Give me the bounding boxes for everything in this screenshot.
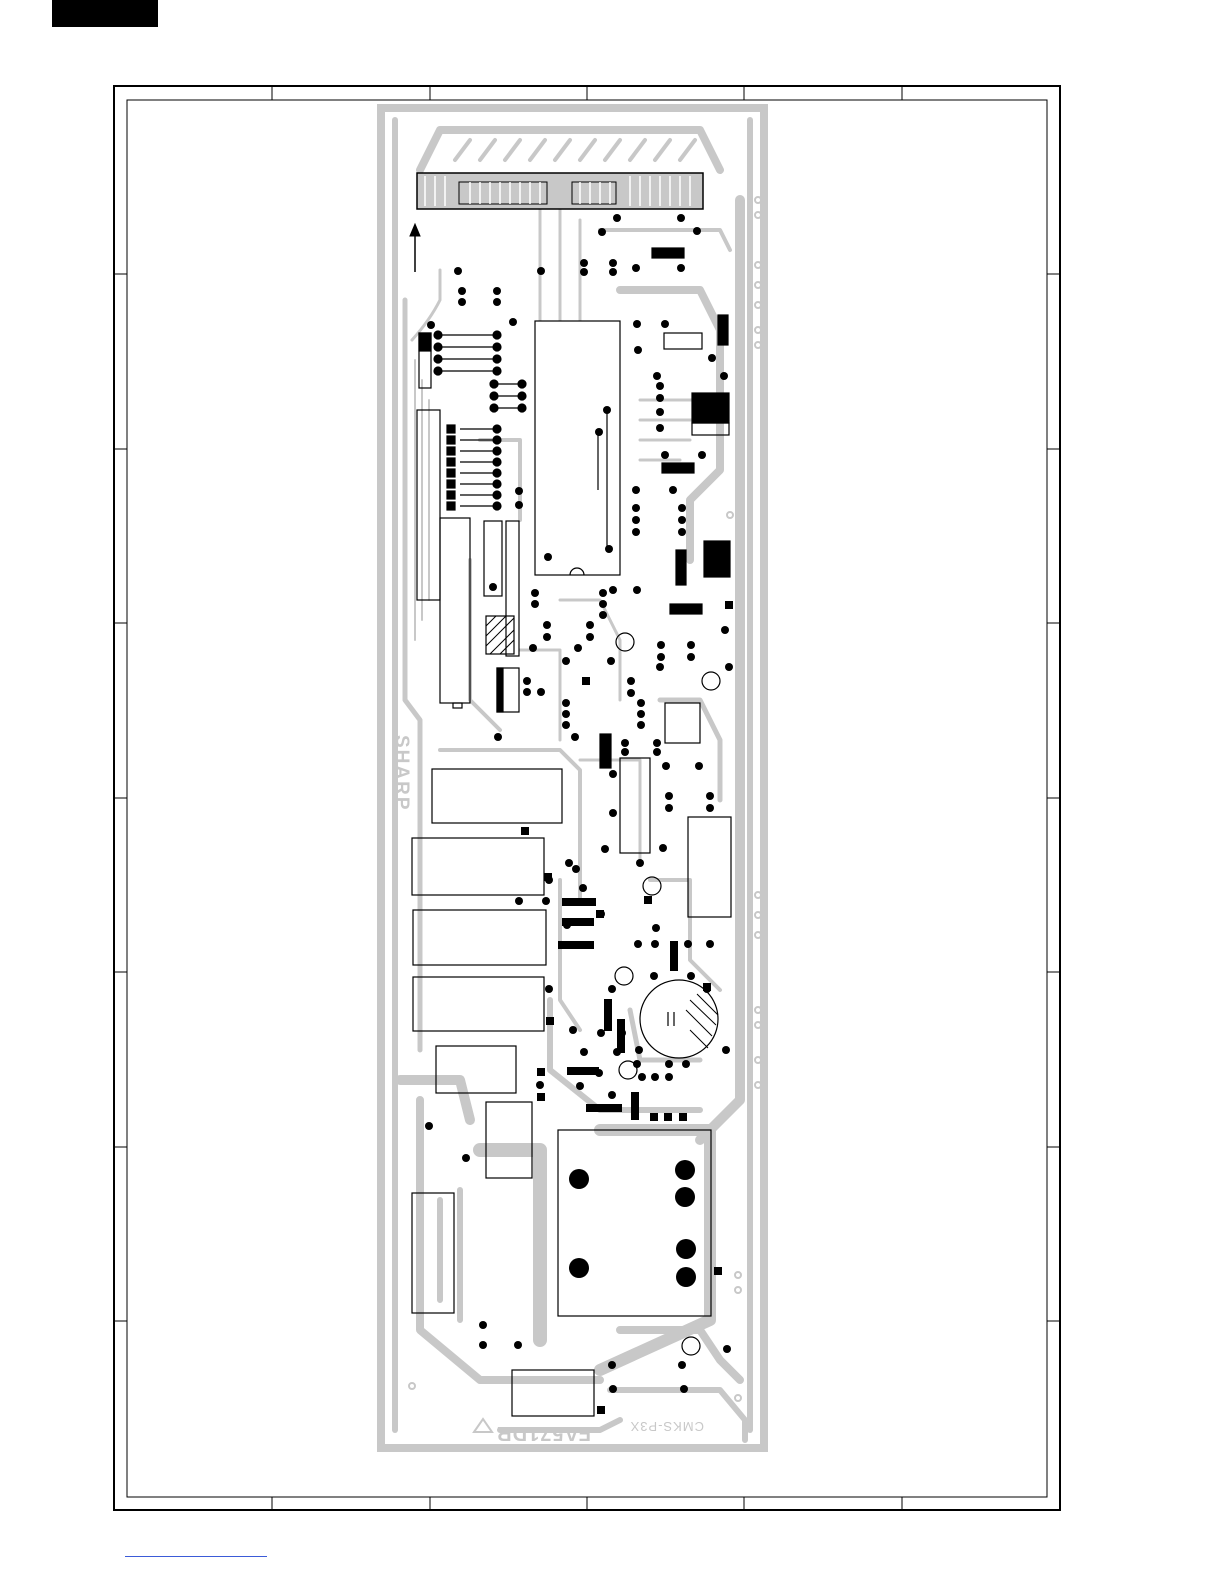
- connector-header: [417, 173, 703, 209]
- brand-mark: SHARP: [391, 735, 412, 812]
- part-mark: CMKS-P3X: [630, 1419, 704, 1434]
- model-mark: FA571DR: [496, 1422, 591, 1444]
- pcb-board: SHARP FA571DR CMKS-P3X: [381, 108, 764, 1448]
- footer-link-underline[interactable]: [125, 1556, 267, 1557]
